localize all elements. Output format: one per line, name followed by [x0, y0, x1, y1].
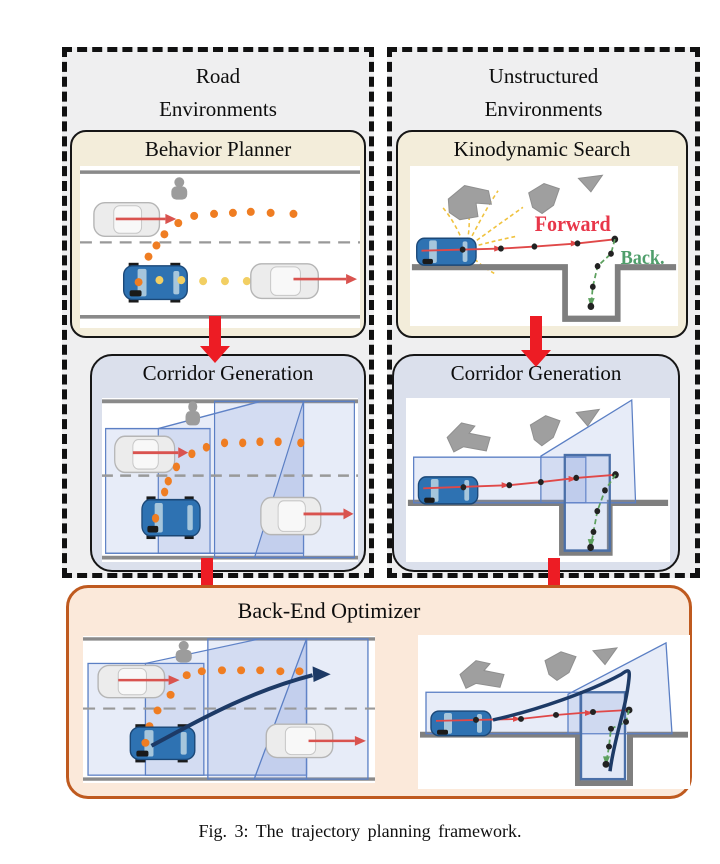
- trajectory-nodes: [460, 471, 619, 491]
- other-vehicle-icon: [265, 723, 334, 759]
- unstructured-environments-header: Unstructured Environments: [392, 60, 695, 126]
- other-vehicle-icon: [114, 435, 176, 474]
- backward-trajectory-path: [590, 239, 616, 307]
- obstacle-icon: [544, 651, 577, 682]
- trajectory-nodes: [587, 487, 608, 552]
- trajectory-nodes: [602, 718, 629, 768]
- arrowhead-icon: [312, 666, 331, 683]
- trajectory-nodes: [587, 250, 614, 310]
- ego-vehicle-icon: [416, 237, 477, 266]
- obstacle-icon: [529, 415, 561, 447]
- ground-with-parking-notch: [420, 731, 688, 787]
- backward-label: Back.: [621, 247, 665, 269]
- optimized-trajectory-path: [150, 673, 314, 748]
- flow-arrow-icon: [200, 316, 230, 363]
- arrowhead-icon: [588, 298, 595, 308]
- safe-corridors: [105, 400, 355, 559]
- behavior-trajectory-orange: [144, 207, 298, 261]
- obstacle-icon: [577, 174, 604, 193]
- trajectory-dot: [141, 738, 150, 747]
- other-vehicle-icon: [97, 664, 166, 699]
- corridor-left-drawing: [102, 399, 358, 560]
- back-end-optimizer-title: Back-End Optimizer: [237, 598, 421, 623]
- ego-vehicle-icon: [430, 710, 492, 737]
- arrowhead-icon: [165, 213, 177, 225]
- other-vehicle-icon: [260, 496, 322, 536]
- obstacle-icon: [575, 408, 601, 427]
- pedestrian-icon: [171, 177, 188, 200]
- road-environments-header: Road Environments: [67, 60, 369, 126]
- arrowhead-icon: [346, 274, 358, 285]
- trajectory-dot: [151, 513, 160, 523]
- optimized-trajectory-path: [492, 669, 631, 772]
- arrowhead-icon: [494, 245, 502, 252]
- flow-arrow-icon: [521, 316, 551, 367]
- arrowhead-icon: [354, 735, 366, 746]
- arrowhead-icon: [570, 240, 579, 247]
- behavior-planner-panel: Behavior Planner: [70, 130, 366, 338]
- pedestrian-icon: [175, 640, 192, 663]
- corridor-generation-left-scene: [102, 398, 358, 562]
- arrowhead-icon: [585, 710, 593, 716]
- trajectory-nodes: [473, 706, 633, 723]
- behavior-planner-drawing: [80, 170, 360, 319]
- corridor-generation-left-title: Corridor Generation: [142, 361, 314, 385]
- forward-label: Forward: [535, 211, 611, 236]
- arrowhead-icon: [343, 508, 354, 520]
- pedestrian-icon: [185, 401, 201, 426]
- arrowhead-icon: [168, 675, 180, 685]
- ego-vehicle-icon: [122, 262, 188, 303]
- behavior-trajectory-orange: [161, 437, 305, 497]
- arrowhead-icon: [513, 715, 521, 722]
- optimizer-road-scene: [83, 636, 375, 783]
- behavior-planner-scene: [80, 166, 360, 328]
- kinodynamic-search-scene: Forward Back.: [410, 166, 678, 326]
- arrowhead-icon: [178, 447, 189, 459]
- back-end-optimizer-box: Back-End Optimizer: [66, 585, 692, 799]
- corridor-generation-right-panel: Corridor Generation: [392, 354, 680, 572]
- obstacle-icon: [447, 185, 492, 221]
- header-line2: Environments: [484, 97, 603, 121]
- kinodynamic-search-panel: Kinodynamic Search: [396, 130, 688, 338]
- arrowhead-icon: [603, 756, 610, 766]
- figure-caption: Fig. 3: The trajectory planning framewor…: [198, 821, 522, 841]
- ego-vehicle-icon: [141, 496, 201, 540]
- trajectory-nodes: [459, 235, 619, 253]
- header-line1: Road: [195, 64, 241, 88]
- arrowhead-icon: [501, 482, 510, 489]
- corridor-right-drawing: [407, 398, 669, 556]
- corridor-generation-right-scene: [406, 398, 670, 562]
- behavior-trajectory-orange: [145, 666, 304, 731]
- obstacle-icon: [446, 422, 491, 453]
- behavior-planner-title: Behavior Planner: [144, 137, 292, 161]
- ground-with-parking-notch: [407, 499, 669, 556]
- arrowhead-icon: [568, 475, 577, 483]
- obstacle-icon: [459, 660, 505, 689]
- header-line2: Environments: [159, 97, 277, 121]
- kinodynamic-search-title: Kinodynamic Search: [453, 137, 631, 161]
- behavior-trajectory-yellow: [134, 276, 251, 287]
- header-line1: Unstructured: [488, 64, 599, 88]
- ego-vehicle-icon: [417, 476, 479, 505]
- kinodynamic-search-drawing: Forward Back.: [411, 174, 677, 322]
- obstacle-icon: [528, 182, 560, 215]
- optimizer-road-drawing: [83, 637, 375, 781]
- optimizer-parking-scene: [418, 635, 690, 789]
- ground-with-parking-notch: [411, 264, 677, 322]
- corridor-generation-left-panel: Corridor Generation: [90, 354, 366, 572]
- optimizer-parking-drawing: [420, 641, 688, 787]
- obstacle-icon: [592, 647, 619, 666]
- other-vehicle-icon: [250, 263, 319, 300]
- arrowhead-icon: [587, 539, 595, 549]
